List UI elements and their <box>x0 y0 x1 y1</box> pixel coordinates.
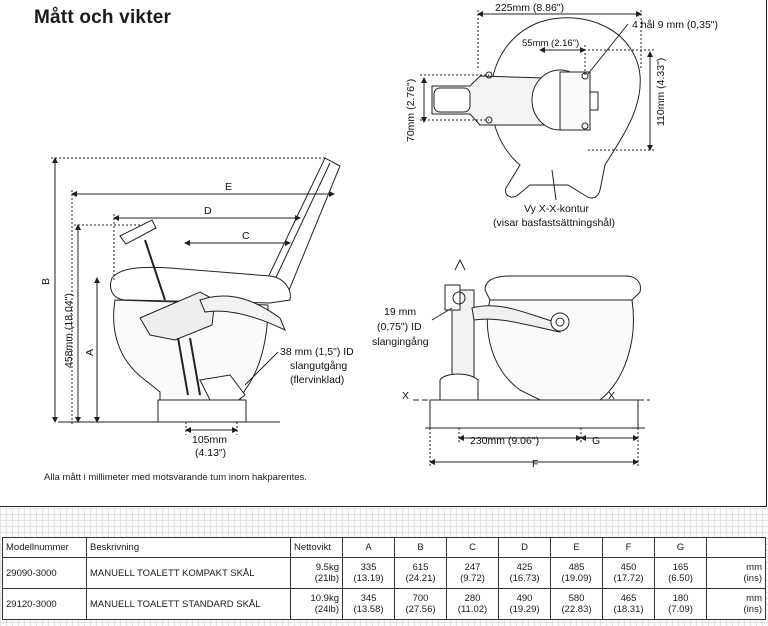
cell-c: 280(11.02) <box>446 588 499 620</box>
front-view <box>413 258 650 466</box>
header-b: B <box>394 537 447 558</box>
label-holes: 4 hål 9 mm (0,35") <box>632 19 718 31</box>
top-view <box>420 10 654 201</box>
header-d: D <box>498 537 551 558</box>
label-inner-width: 55mm (2.16") <box>522 38 579 49</box>
outlet-hose <box>199 295 286 332</box>
label-base-1: 105mm <box>192 434 227 446</box>
cell-g: 180(7.09) <box>654 588 707 620</box>
base-plate <box>157 399 247 423</box>
front-seat <box>484 275 641 301</box>
label-outlet-3: (flervinklad) <box>290 374 344 386</box>
label-width-230: 230mm (9.06") <box>470 435 539 447</box>
front-hose <box>471 305 561 333</box>
label-height-458: 458mm (18.04") <box>63 293 75 368</box>
label-dim-f: F <box>532 458 538 470</box>
label-inlet-2: (0,75") ID <box>377 321 422 333</box>
cell-unit: mm(ins) <box>706 557 766 589</box>
header-model: Modellnummer <box>2 537 87 558</box>
cell-weight: 9.5kg(21lb) <box>290 557 343 589</box>
cell-model: 29090-3000 <box>2 557 87 589</box>
cell-d: 490(19.29) <box>498 588 551 620</box>
dimensions-table: Modellnummer Beskrivning Nettovikt A B C… <box>2 537 766 620</box>
cell-b: 700(27.56) <box>394 588 447 620</box>
cell-a: 345(13.58) <box>342 588 395 620</box>
label-top-width: 225mm (8.86") <box>495 2 564 14</box>
pump-body <box>139 291 216 341</box>
cell-b: 615(24.21) <box>394 557 447 589</box>
front-outlet <box>550 312 570 332</box>
label-section-x-left: X <box>402 390 409 402</box>
table-row: 29120-3000 MANUELL TOALETT STANDARD SKÅL… <box>2 588 766 620</box>
pump-block <box>559 71 591 131</box>
toilet-seat <box>110 266 291 304</box>
table-row: 29090-3000 MANUELL TOALETT KOMPAKT SKÅL … <box>2 557 766 589</box>
table-header-row: Modellnummer Beskrivning Nettovikt A B C… <box>2 537 766 558</box>
pump-handle <box>119 219 157 245</box>
label-view-subtitle: (visar basfastsättningshål) <box>493 217 615 229</box>
technical-drawing: 225mm (8.86") 4 hål 9 mm (0,35") 55mm (2… <box>40 2 718 470</box>
page-title: Mått och vikter <box>34 7 172 28</box>
label-inlet-3: slangingång <box>372 336 429 348</box>
cell-unit: mm(ins) <box>706 588 766 620</box>
footnote: Alla mått i millimeter med motsvarande t… <box>44 472 307 483</box>
header-e: E <box>550 537 603 558</box>
cell-d: 425(16.73) <box>498 557 551 589</box>
header-weight: Nettovikt <box>290 537 343 558</box>
label-dim-a: A <box>84 349 96 356</box>
label-base-2: (4.13") <box>195 447 226 459</box>
label-dim-g: G <box>592 435 600 447</box>
label-dim-d: D <box>204 205 212 217</box>
header-g: G <box>654 537 707 558</box>
label-outlet-2: slangutgång <box>290 360 347 372</box>
cell-description: MANUELL TOALETT STANDARD SKÅL <box>86 588 291 620</box>
header-description: Beskrivning <box>86 537 291 558</box>
front-base <box>429 399 639 429</box>
side-view <box>51 157 341 435</box>
label-height-70: 70mm (2.76") <box>405 79 417 142</box>
header-f: F <box>602 537 655 558</box>
label-height-110: 110mm (4.33") <box>655 58 667 126</box>
cell-e: 580(22.83) <box>550 588 603 620</box>
label-outlet-1: 38 mm (1,5") ID <box>280 346 354 358</box>
cell-f: 450(17.72) <box>602 557 655 589</box>
cell-model: 29120-3000 <box>2 588 87 620</box>
drawing-sheet: Mått och vikter <box>0 0 767 507</box>
header-c: C <box>446 537 499 558</box>
cell-f: 465(18.31) <box>602 588 655 620</box>
cell-weight: 10.9kg(24lb) <box>290 588 343 620</box>
label-dim-b: B <box>40 278 52 285</box>
header-unit <box>706 537 766 558</box>
label-dim-c: C <box>242 230 250 242</box>
label-view-title: Vy X-X-kontur <box>524 203 589 215</box>
label-dim-e: E <box>225 181 232 193</box>
cell-description: MANUELL TOALETT KOMPAKT SKÅL <box>86 557 291 589</box>
cell-a: 335(13.19) <box>342 557 395 589</box>
label-inlet-1: 19 mm <box>384 306 416 318</box>
cell-e: 485(19.09) <box>550 557 603 589</box>
cell-c: 247(9.72) <box>446 557 499 589</box>
header-a: A <box>342 537 395 558</box>
lever-handle <box>433 87 471 113</box>
cell-g: 165(6.50) <box>654 557 707 589</box>
label-section-x-right: X <box>608 390 615 402</box>
